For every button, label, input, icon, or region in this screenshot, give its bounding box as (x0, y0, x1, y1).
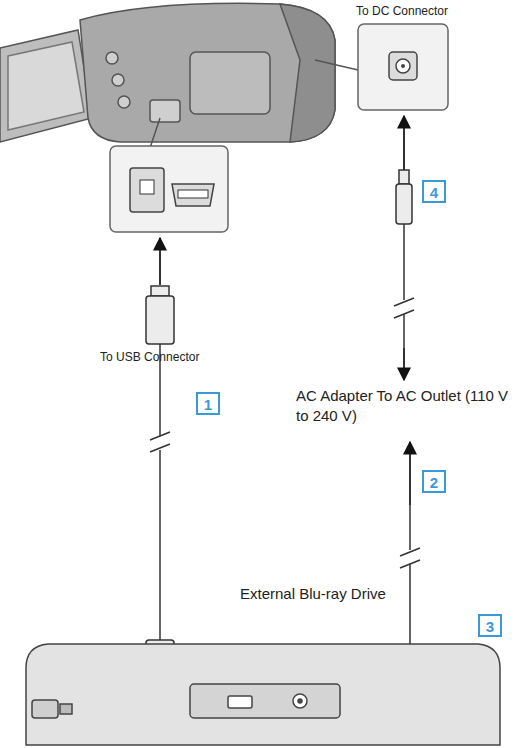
dc-connector-inset (358, 24, 448, 110)
blu-ray-drive (26, 644, 500, 745)
callout-number: 2 (422, 470, 446, 493)
callout-text: 1 (204, 397, 212, 412)
callout-text: 2 (430, 475, 438, 490)
callout-number: 4 (422, 180, 446, 203)
part-label: To DC Connector (356, 4, 448, 20)
callout-text: 4 (430, 185, 438, 200)
callout-number: 3 (478, 614, 502, 637)
part-label: AC Adapter To AC Outlet (110 V to 240 V) (296, 386, 511, 425)
callout-number: 1 (196, 392, 220, 415)
usb-connector-inset (110, 146, 228, 232)
camcorder (0, 3, 358, 148)
callout-text: 3 (486, 619, 494, 634)
part-label: To USB Connector (100, 350, 199, 366)
part-label: External Blu-ray Drive (240, 584, 386, 604)
usb-cable (146, 238, 224, 704)
